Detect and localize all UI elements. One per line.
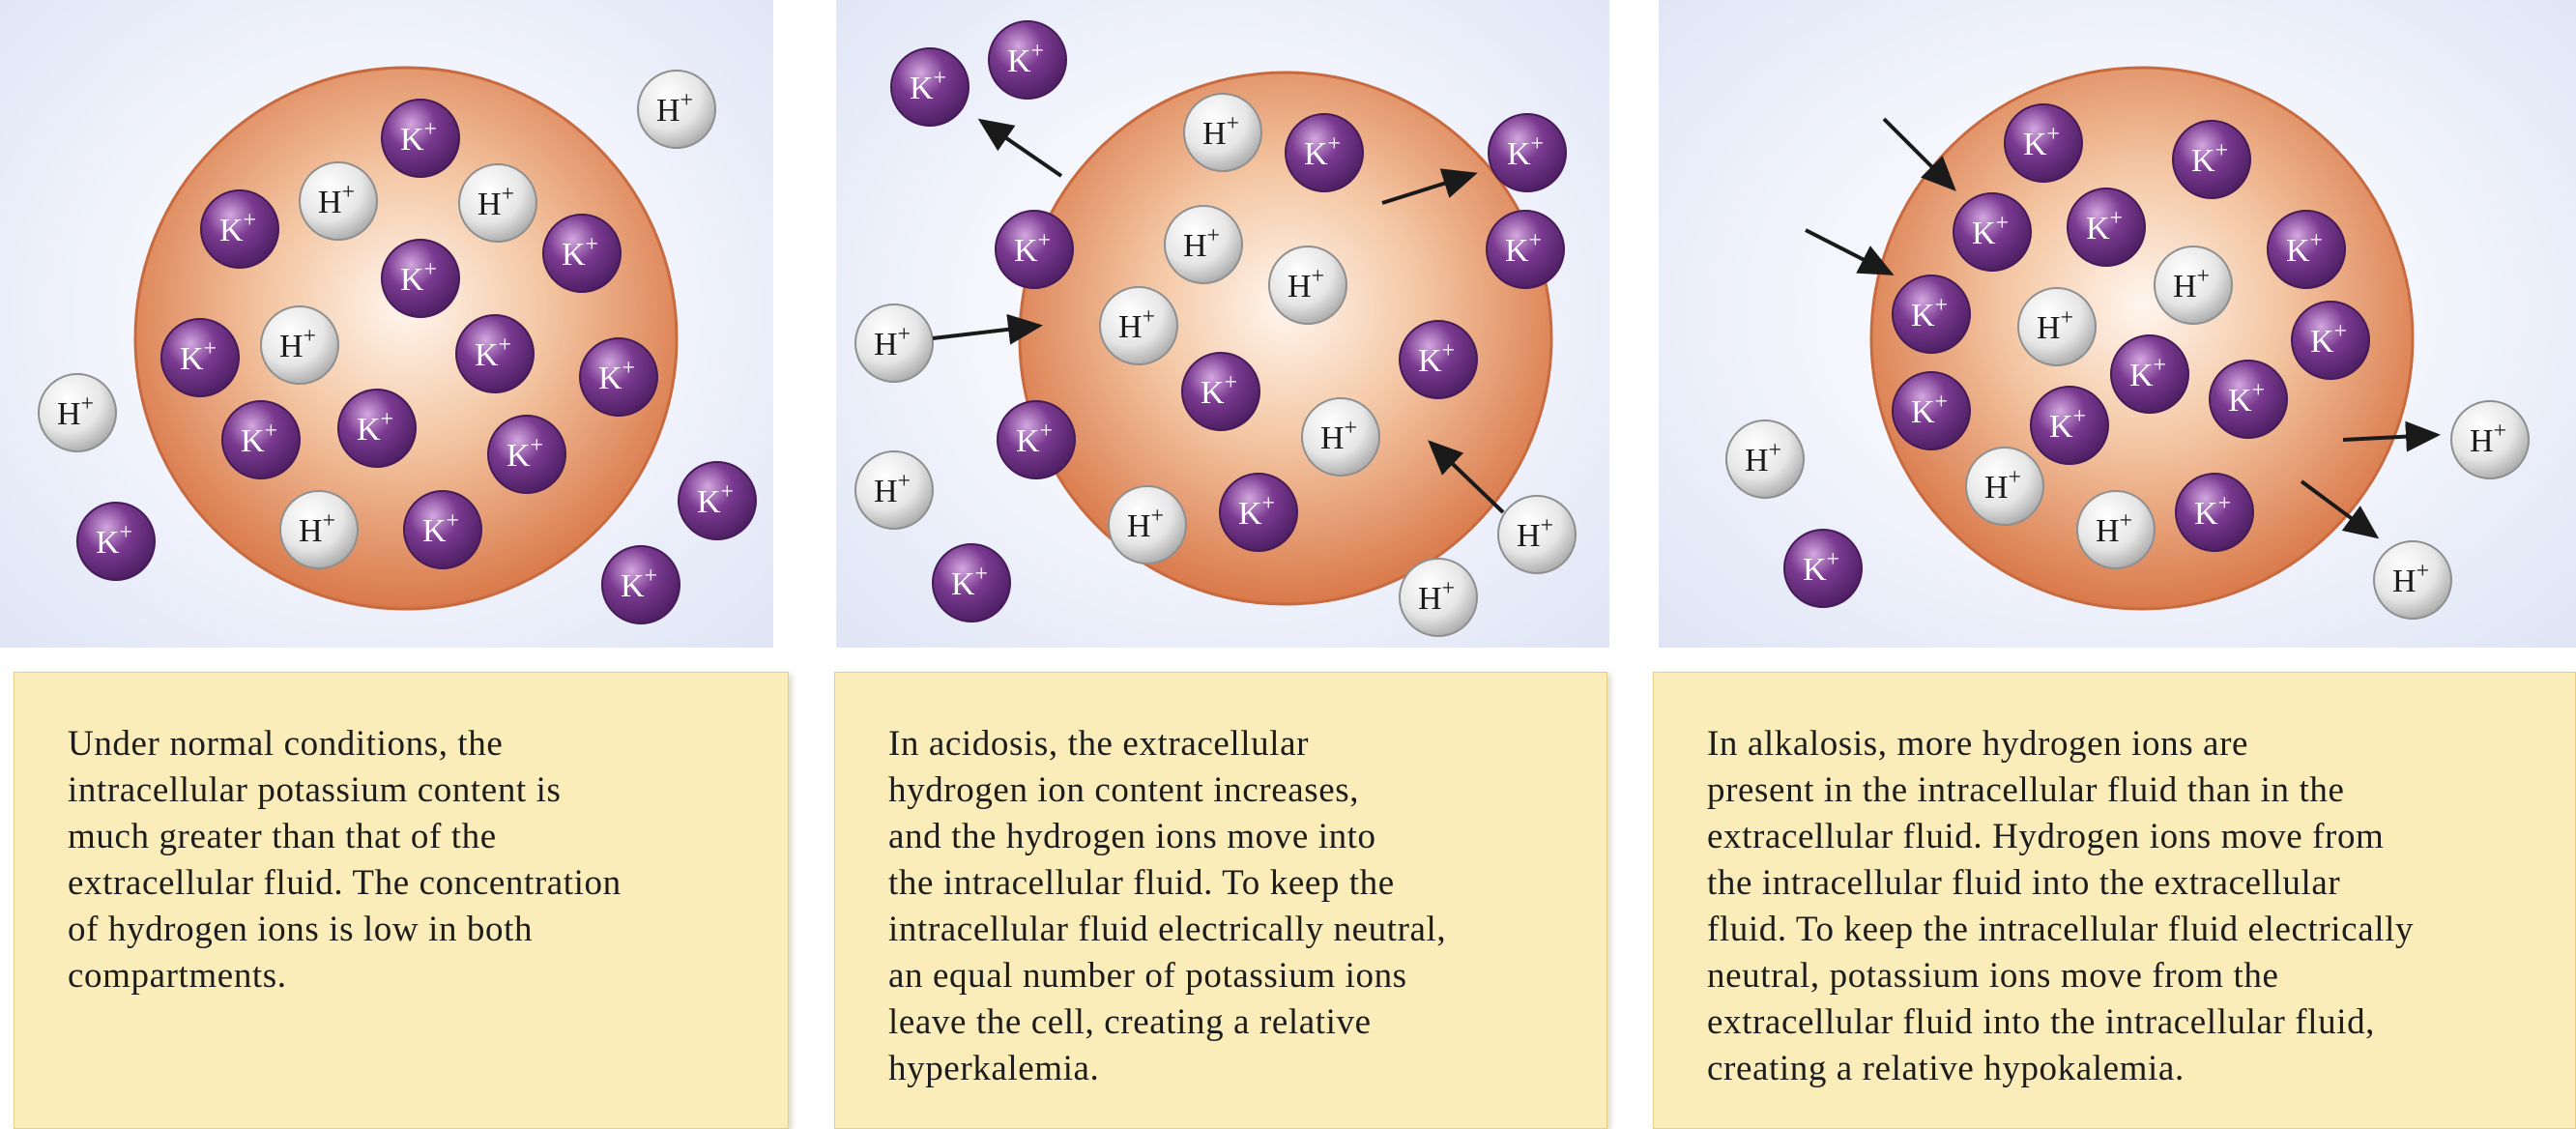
potassium-ion: K+: [2068, 188, 2145, 266]
hydrogen-ion: H+: [855, 451, 933, 529]
hydrogen-ion: H+: [1100, 287, 1177, 364]
normal-conditions-caption-box: Under normal conditions, the intracellul…: [14, 672, 789, 1129]
potassium-ion: K+: [602, 546, 680, 623]
normal-conditions-caption: Under normal conditions, the intracellul…: [68, 721, 768, 999]
potassium-ion: K+: [201, 190, 278, 268]
acidosis-cell-illustration: H+K+H+K+H+H+K+K+K+H+H+K+K+K+K+K+H+H+K+H+…: [836, 0, 1609, 648]
ion-movement-arrow: [1806, 230, 1891, 274]
potassium-ion: K+: [2176, 474, 2253, 551]
potassium-ion: K+: [2210, 361, 2287, 438]
hydrogen-ion: H+: [459, 164, 536, 242]
potassium-ion: K+: [891, 48, 969, 126]
acidosis-diagram: H+K+H+K+H+H+K+K+K+H+H+K+K+K+K+K+H+H+K+H+…: [836, 0, 1609, 648]
normal-conditions-diagram: K+K+H+H+K+K+H+K+K+K+K+K+K+H+K+H+H+K+K+K+: [0, 0, 773, 648]
potassium-ion: K+: [382, 240, 459, 317]
potassium-ion: K+: [456, 315, 534, 392]
potassium-ion: K+: [543, 215, 621, 292]
potassium-ion: K+: [1487, 211, 1564, 288]
potassium-ion: K+: [679, 462, 756, 539]
hydrogen-ion: H+: [2451, 401, 2529, 478]
potassium-ion: K+: [1893, 275, 1970, 353]
potassium-ion: K+: [2005, 104, 2082, 182]
alkalosis-caption-box: In alkalosis, more hydrogen ions are pre…: [1653, 672, 2576, 1129]
hydrogen-ion: H+: [1302, 398, 1379, 476]
ion-movement-arrow: [981, 121, 1061, 176]
alkalosis-diagram: K+K+K+K+H+K+K+H+K+K+K+K+K+H+H+K+H+K+H+H+: [1659, 0, 2576, 648]
potassium-ion: K+: [2031, 387, 2108, 464]
potassium-ion: K+: [996, 211, 1073, 288]
alkalosis-cell-illustration: K+K+K+K+H+K+K+H+K+K+K+K+K+H+H+K+H+K+H+H+: [1659, 0, 2576, 648]
hydrogen-ion: H+: [2077, 491, 2155, 568]
potassium-ion: K+: [161, 319, 239, 396]
potassium-ion: K+: [580, 338, 657, 416]
hydrogen-ion: H+: [1726, 420, 1804, 498]
potassium-ion: K+: [2268, 211, 2345, 288]
hydrogen-ion: H+: [2155, 246, 2232, 324]
potassium-ion: K+: [488, 416, 565, 493]
potassium-ion: K+: [1784, 530, 1862, 607]
hydrogen-ion: H+: [1966, 448, 2043, 525]
hydrogen-ion: H+: [1498, 496, 1576, 573]
hydrogen-ion: H+: [2018, 288, 2096, 365]
potassium-ion: K+: [2111, 335, 2188, 413]
potassium-ion: K+: [1954, 193, 2031, 271]
hydrogen-ion: H+: [280, 491, 358, 568]
potassium-ion: K+: [382, 100, 459, 177]
potassium-ion: K+: [1400, 321, 1477, 398]
hydrogen-ion: H+: [638, 71, 715, 148]
potassium-ion: K+: [933, 544, 1010, 622]
acidosis-caption: In acidosis, the extracellular hydrogen …: [888, 721, 1587, 1092]
hydrogen-ion: H+: [1400, 559, 1477, 636]
potassium-ion: K+: [1893, 372, 1970, 449]
potassium-ion: K+: [2173, 121, 2250, 198]
normal-cell-illustration: K+K+H+H+K+K+H+K+K+K+K+K+K+H+K+H+H+K+K+K+: [0, 0, 773, 648]
hydrogen-ion: H+: [1269, 246, 1346, 324]
potassium-ion: K+: [222, 401, 300, 478]
potassium-ion: K+: [1220, 474, 1297, 551]
hydrogen-ion: H+: [855, 304, 933, 382]
hydrogen-ion: H+: [261, 306, 338, 384]
hydrogen-ion: H+: [1165, 206, 1242, 283]
potassium-ion: K+: [998, 401, 1075, 478]
potassium-ion: K+: [1182, 353, 1259, 430]
alkalosis-caption: In alkalosis, more hydrogen ions are pre…: [1707, 721, 2556, 1092]
acidosis-caption-box: In acidosis, the extracellular hydrogen …: [834, 672, 1607, 1129]
hydrogen-ion: H+: [2374, 541, 2451, 619]
potassium-ion: K+: [338, 390, 416, 467]
hydrogen-ion: H+: [1184, 94, 1261, 171]
potassium-ion: K+: [1286, 114, 1363, 191]
hydrogen-ion: H+: [300, 162, 377, 240]
potassium-ion: K+: [404, 491, 481, 568]
potassium-ion: K+: [1489, 114, 1566, 191]
hydrogen-ion: H+: [1109, 486, 1186, 564]
potassium-ion: K+: [77, 503, 155, 580]
potassium-ion: K+: [989, 21, 1066, 99]
potassium-ion: K+: [2292, 302, 2369, 379]
hydrogen-ion: H+: [39, 374, 116, 451]
